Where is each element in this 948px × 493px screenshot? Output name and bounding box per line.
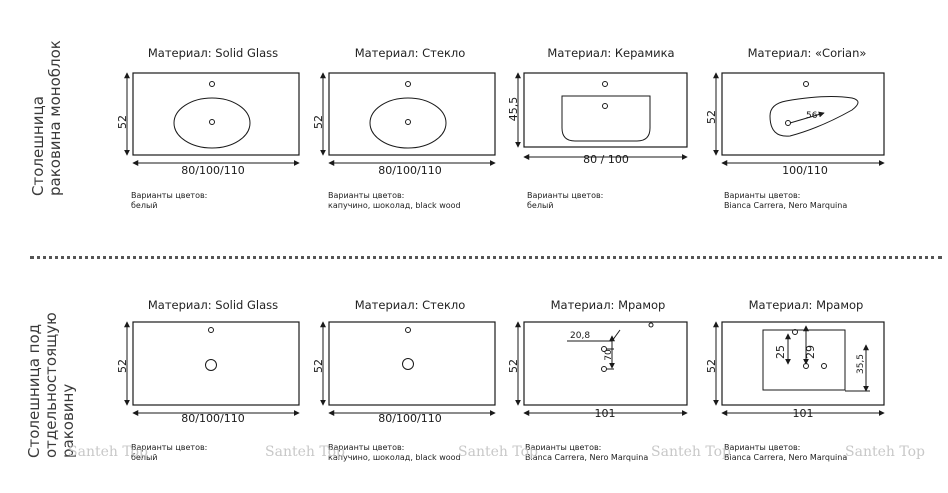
- watermark: Santeh Top: [68, 444, 148, 460]
- dim-width: 101: [793, 407, 814, 420]
- dim-width: 100/110: [782, 164, 828, 177]
- colors-value: Bianca Carrera, Nero Marquina: [724, 453, 848, 462]
- color-variants: Варианты цветов: Bianca Carrera, Nero Ma…: [724, 443, 847, 463]
- dim-height: 52: [116, 115, 129, 129]
- material-label: Материал: Стекло: [354, 46, 466, 60]
- colors-value: капучино, шоколад, black wood: [328, 453, 461, 462]
- countertop-solid-glass: [124, 72, 300, 166]
- dim-height: 52: [312, 115, 325, 129]
- countertop-corian: [713, 72, 885, 166]
- material-label: Материал: «Corian»: [747, 46, 867, 60]
- dim-inner: 56: [806, 111, 818, 121]
- dim-offset: 20,8: [570, 331, 590, 341]
- colors-label: Варианты цветов:: [328, 443, 405, 452]
- countertop-solid-glass-vessel: [124, 321, 300, 416]
- countertop-glass-vessel: [320, 321, 496, 416]
- material-label: Материал: Мрамор: [748, 298, 864, 312]
- dim-width: 80/100/110: [181, 412, 244, 425]
- colors-value: Bianca Carrera, Nero Marquina: [724, 201, 848, 210]
- colors-value: белый: [131, 453, 158, 462]
- dim-width: 80 / 100: [583, 153, 629, 166]
- colors-label: Варианты цветов:: [724, 443, 801, 452]
- watermark: Santeh Top: [265, 444, 345, 460]
- color-variants: Варианты цветов: Bianca Carrera, Nero Ma…: [525, 443, 648, 463]
- color-variants: Варианты цветов: белый: [131, 443, 207, 463]
- material-label: Материал: Solid Glass: [147, 298, 279, 312]
- dim-offset: 25: [774, 345, 787, 359]
- colors-label: Варианты цветов:: [527, 191, 604, 200]
- dim-hole-spacing: 29: [804, 345, 817, 359]
- colors-value: белый: [527, 201, 554, 210]
- colors-value: белый: [131, 201, 158, 210]
- countertop-glass: [320, 72, 496, 166]
- dim-height: 52: [312, 359, 325, 373]
- dim-width: 80/100/110: [378, 412, 441, 425]
- material-label: Материал: Мрамор: [550, 298, 666, 312]
- colors-label: Варианты цветов:: [525, 443, 602, 452]
- dim-height: 52: [116, 359, 129, 373]
- colors-label: Варианты цветов:: [131, 191, 208, 200]
- color-variants: Варианты цветов: белый: [131, 191, 207, 211]
- watermark: Santeh Top: [651, 444, 731, 460]
- countertop-marble-b: [713, 321, 885, 416]
- watermark: Santeh Top: [458, 444, 538, 460]
- colors-label: Варианты цветов:: [131, 443, 208, 452]
- material-label: Материал: Стекло: [354, 298, 466, 312]
- dim-width: 80/100/110: [181, 164, 244, 177]
- countertop-ceramic: [515, 72, 688, 160]
- countertop-marble-a: [515, 321, 688, 416]
- dim-basin-depth: 35,5: [856, 354, 866, 374]
- color-variants: Варианты цветов: белый: [527, 191, 603, 211]
- material-label: Материал: Solid Glass: [147, 46, 279, 60]
- colors-value: Bianca Carrera, Nero Marquina: [525, 453, 649, 462]
- dim-hole-spacing: 70: [604, 349, 614, 361]
- dim-width: 101: [595, 407, 616, 420]
- dim-height: 52: [705, 110, 718, 124]
- colors-value: капучино, шоколад, black wood: [328, 201, 461, 210]
- colors-label: Варианты цветов:: [328, 191, 405, 200]
- color-variants: Варианты цветов: капучино, шоколад, blac…: [328, 443, 461, 463]
- material-label: Материал: Керамика: [547, 46, 675, 60]
- color-variants: Варианты цветов: Bianca Carrera, Nero Ma…: [724, 191, 847, 211]
- watermark: Santeh Top: [845, 444, 925, 460]
- colors-label: Варианты цветов:: [724, 191, 801, 200]
- color-variants: Варианты цветов: капучино, шоколад, blac…: [328, 191, 461, 211]
- dim-height: 45,5: [507, 97, 520, 122]
- section-divider: [30, 256, 942, 259]
- dim-height: 52: [705, 359, 718, 373]
- dim-width: 80/100/110: [378, 164, 441, 177]
- dim-height: 52: [507, 359, 520, 373]
